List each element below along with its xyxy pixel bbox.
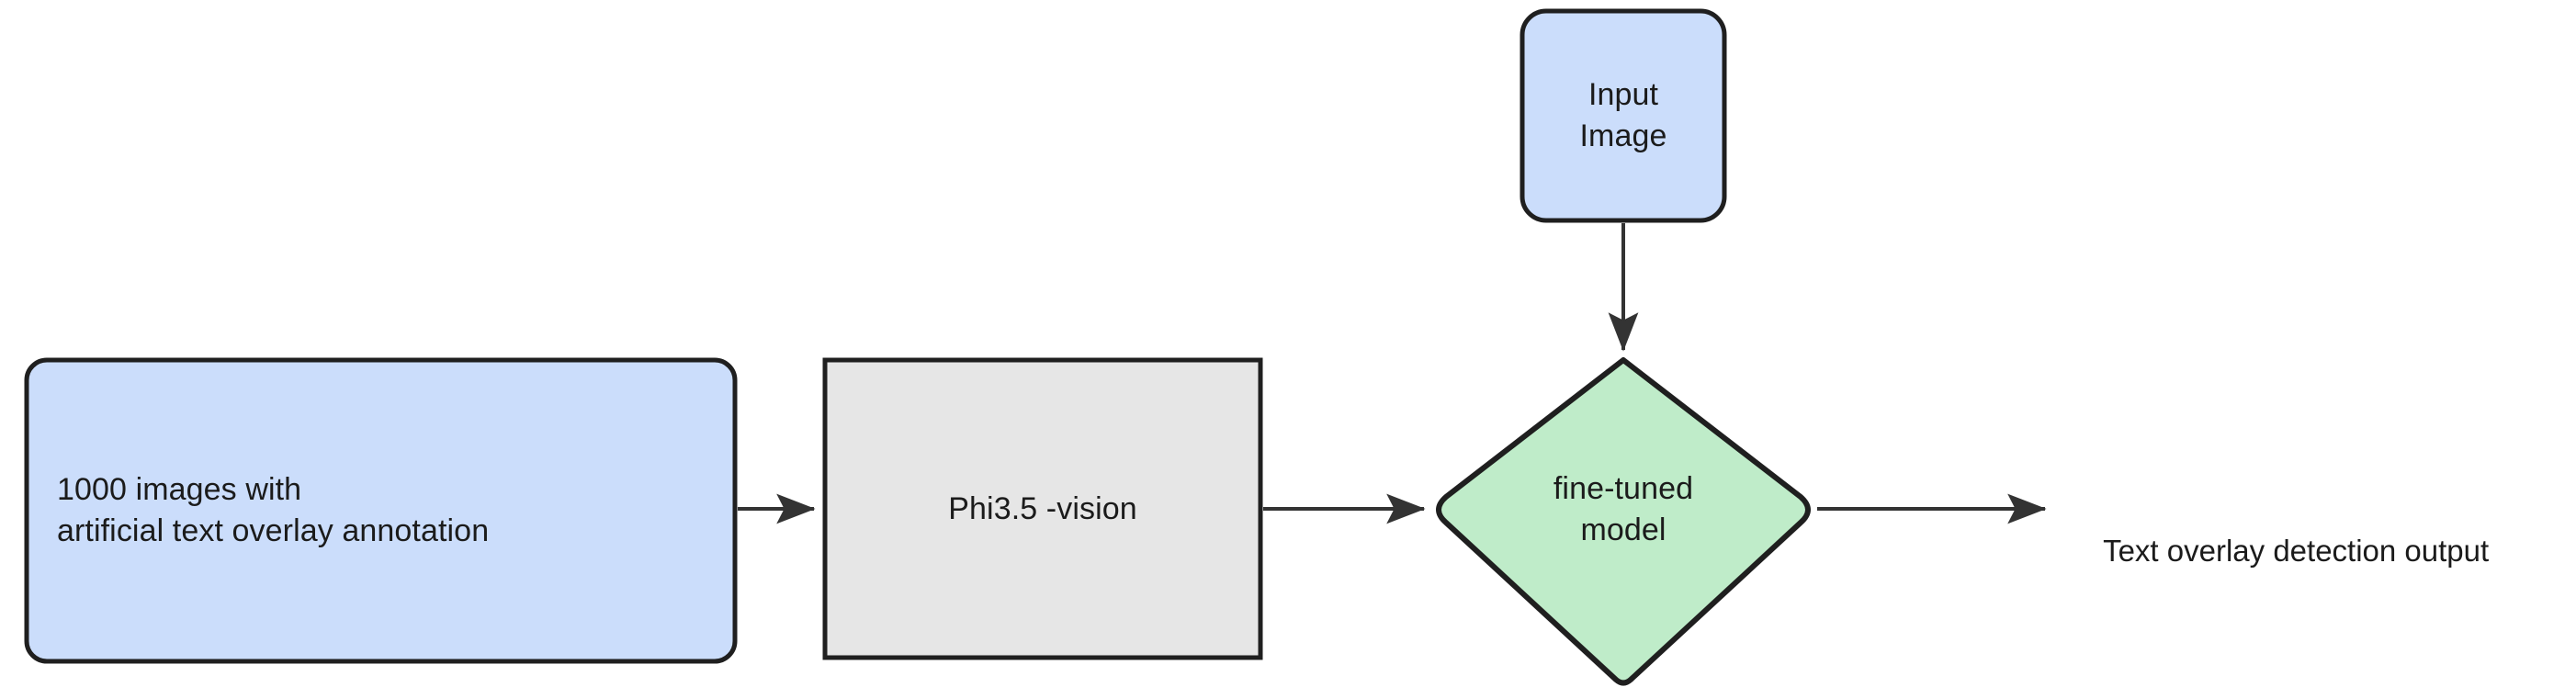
node-output-text: Text overlay detection output — [2103, 533, 2490, 568]
node-base-model[interactable] — [822, 357, 1263, 660]
node-dataset[interactable] — [24, 357, 738, 664]
node-input-image[interactable] — [1520, 8, 1727, 223]
node-fine-tuned-model[interactable] — [1436, 357, 1811, 686]
node-output-label: Text overlay detection output — [2070, 492, 2489, 611]
